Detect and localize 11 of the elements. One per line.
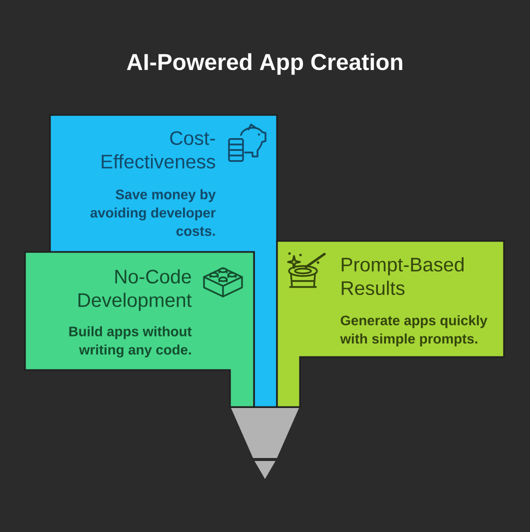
- description: Generate apps quickly with simple prompts.: [340, 315, 488, 346]
- card: [49, 114, 278, 408]
- card: [276, 240, 505, 408]
- heading: Prompt-Based Results: [342, 257, 464, 296]
- heading: Cost-Effectiveness: [102, 131, 216, 168]
- card: [24, 251, 255, 408]
- description: Build apps without writing any code.: [69, 326, 192, 358]
- title: AI-Powered App Creation: [126, 53, 402, 75]
- description: Save money by avoiding developer costs.: [90, 189, 216, 236]
- funnel: [231, 408, 299, 479]
- heading: No-Code Development: [78, 269, 192, 311]
